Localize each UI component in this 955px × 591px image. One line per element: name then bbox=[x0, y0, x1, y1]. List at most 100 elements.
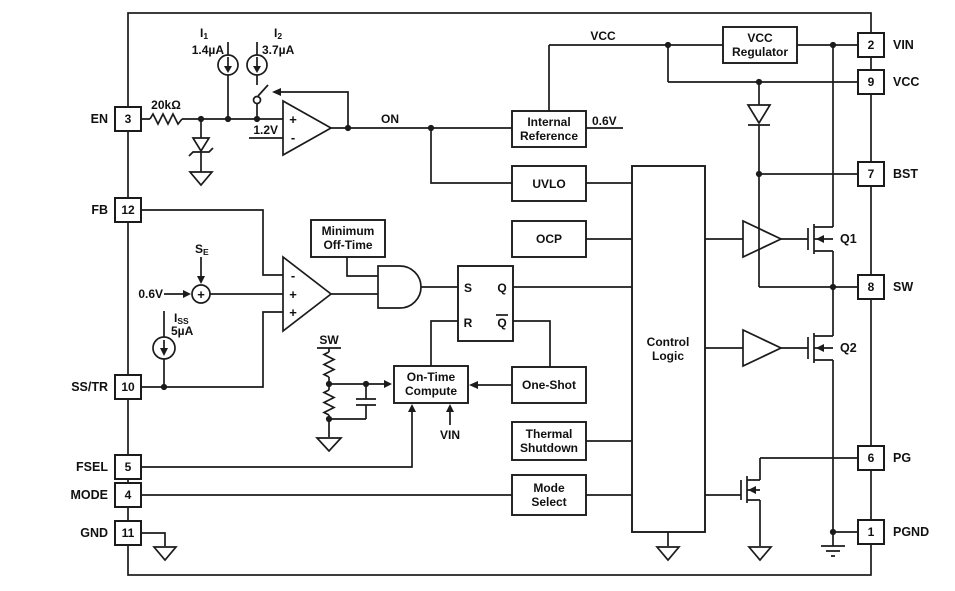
q2-label: Q2 bbox=[840, 341, 857, 355]
wire-sw-node bbox=[317, 347, 341, 352]
ocp-label: OCP bbox=[536, 232, 562, 246]
wire-diode-cathode bbox=[748, 124, 770, 174]
ocp-block bbox=[511, 220, 587, 258]
pin-label-sw: SW bbox=[893, 280, 913, 294]
pin-box-gnd bbox=[114, 520, 142, 546]
sr-latch-box bbox=[457, 265, 514, 342]
q2-driver-icon bbox=[742, 328, 783, 368]
slope-label: SE bbox=[195, 242, 209, 257]
pin-label-fb: FB bbox=[91, 203, 108, 217]
i1-value: 1.4µA bbox=[192, 43, 225, 57]
switch-contact-icon bbox=[252, 95, 262, 105]
on-time-compute-block bbox=[393, 365, 469, 404]
en-comp-plus: + bbox=[289, 112, 297, 127]
junction-dots bbox=[160, 41, 837, 536]
pin-box-pg bbox=[857, 445, 885, 471]
zener-diode-icon bbox=[191, 137, 211, 153]
pin-box-en bbox=[114, 106, 142, 132]
slope-arrow bbox=[197, 276, 205, 284]
pin-label-sstr: SS/TR bbox=[71, 380, 108, 394]
i2-value: 3.7µA bbox=[262, 43, 295, 57]
error-comparator-icon bbox=[282, 255, 333, 333]
vcc-regulator-line1: VCC bbox=[747, 31, 773, 45]
pin-number-pg: 6 bbox=[868, 451, 875, 465]
internal-reference-line2: Reference bbox=[520, 129, 578, 143]
pin-box-pgnd bbox=[857, 519, 885, 545]
minimum-off-time-line1: Minimum bbox=[322, 224, 375, 238]
switch-blade bbox=[257, 84, 269, 97]
mode-select-line2: Select bbox=[531, 495, 566, 509]
q2-body-arrow bbox=[816, 344, 824, 352]
on-label: ON bbox=[381, 112, 399, 126]
right-pins: 2 VIN 9 VCC 7 BST 8 SW 6 PG 1 PGND bbox=[857, 32, 929, 545]
internal-reference-block bbox=[511, 110, 587, 148]
vcc-regulator-line2: Regulator bbox=[732, 45, 788, 59]
wire-on-to-uvlo bbox=[430, 128, 512, 184]
ea-ref-arrow bbox=[183, 290, 191, 298]
wire-vcc-network bbox=[548, 44, 858, 111]
minimum-off-time-line2: Off-Time bbox=[323, 238, 372, 252]
latch-q-label: Q bbox=[497, 281, 506, 295]
i1-arrow-head bbox=[224, 66, 232, 73]
gnd-pin-ground-icon bbox=[152, 546, 178, 562]
pin-box-mode bbox=[114, 482, 142, 508]
wire-r-from-otc bbox=[430, 320, 458, 366]
en-comp-minus: - bbox=[291, 130, 295, 145]
pin-label-en: EN bbox=[91, 112, 108, 126]
pin-label-gnd: GND bbox=[80, 526, 108, 540]
minimum-off-time-block bbox=[310, 219, 386, 258]
pin-number-sstr: 10 bbox=[121, 380, 135, 394]
vcc-regulator-block bbox=[722, 26, 798, 64]
pin-box-bst bbox=[857, 161, 885, 187]
divider-ground-icon bbox=[315, 437, 343, 453]
iss-label: ISS bbox=[174, 311, 189, 326]
oneshot-arrow-head bbox=[469, 381, 478, 389]
iss-arrow-head bbox=[160, 348, 168, 356]
pin-number-pgnd: 1 bbox=[868, 525, 875, 539]
en-resistor-symbol bbox=[149, 112, 183, 126]
en-resistor-value: 20kΩ bbox=[151, 98, 181, 112]
i1-label: I1 bbox=[200, 26, 208, 41]
wire-sstr bbox=[141, 311, 283, 388]
pin-label-pgnd: PGND bbox=[893, 525, 929, 539]
pin-number-fsel: 5 bbox=[125, 460, 132, 474]
ea-plus2: + bbox=[289, 305, 297, 320]
latch-s-label: S bbox=[464, 281, 472, 295]
pin-box-fsel bbox=[114, 454, 142, 480]
wire-fsel bbox=[141, 407, 413, 468]
pin-number-bst: 7 bbox=[868, 167, 875, 181]
pin-box-sw bbox=[857, 274, 885, 300]
q1-body-arrow bbox=[816, 235, 824, 243]
zener-diode-bar bbox=[188, 147, 214, 172]
q1-mosfet-icon bbox=[781, 224, 834, 287]
on-time-compute-line2: Compute bbox=[405, 384, 457, 398]
sw-node-label: SW bbox=[319, 333, 339, 347]
wire-hysteresis-feedback bbox=[274, 91, 349, 128]
pin-label-mode: MODE bbox=[71, 488, 109, 502]
q1-driver-icon bbox=[742, 219, 783, 259]
q1-label: Q1 bbox=[840, 232, 857, 246]
iss-value: 5µA bbox=[171, 324, 194, 338]
feedback-arrow-head bbox=[272, 88, 281, 96]
pin-box-vcc bbox=[857, 69, 885, 95]
vin-sense-arrow-head bbox=[446, 404, 454, 412]
ea-minus: - bbox=[291, 268, 295, 283]
pin-box-vin bbox=[857, 32, 885, 58]
ref-out-label: 0.6V bbox=[592, 114, 617, 128]
mode-select-line1: Mode bbox=[533, 481, 565, 495]
cl-ground-icon bbox=[655, 546, 681, 562]
i2-arrow-head bbox=[253, 66, 261, 73]
pin-number-vcc: 9 bbox=[868, 75, 875, 89]
wire-pgnd bbox=[832, 531, 858, 546]
left-pins: 3 EN 12 FB 10 SS/TR 5 FSEL 4 MODE 11 GND bbox=[71, 106, 142, 546]
earth-ground-icon bbox=[821, 545, 845, 557]
q2-mosfet-icon bbox=[781, 287, 834, 532]
pin-label-fsel: FSEL bbox=[76, 460, 108, 474]
and-gate-icon bbox=[377, 265, 422, 309]
wire-qbar-to-oneshot bbox=[513, 320, 551, 367]
internal-reference-line1: Internal bbox=[527, 115, 570, 129]
vin-sense-label: VIN bbox=[440, 428, 460, 442]
pin-number-gnd: 11 bbox=[122, 526, 135, 540]
summing-plus: + bbox=[197, 287, 205, 302]
pin-number-vin: 2 bbox=[868, 38, 875, 52]
